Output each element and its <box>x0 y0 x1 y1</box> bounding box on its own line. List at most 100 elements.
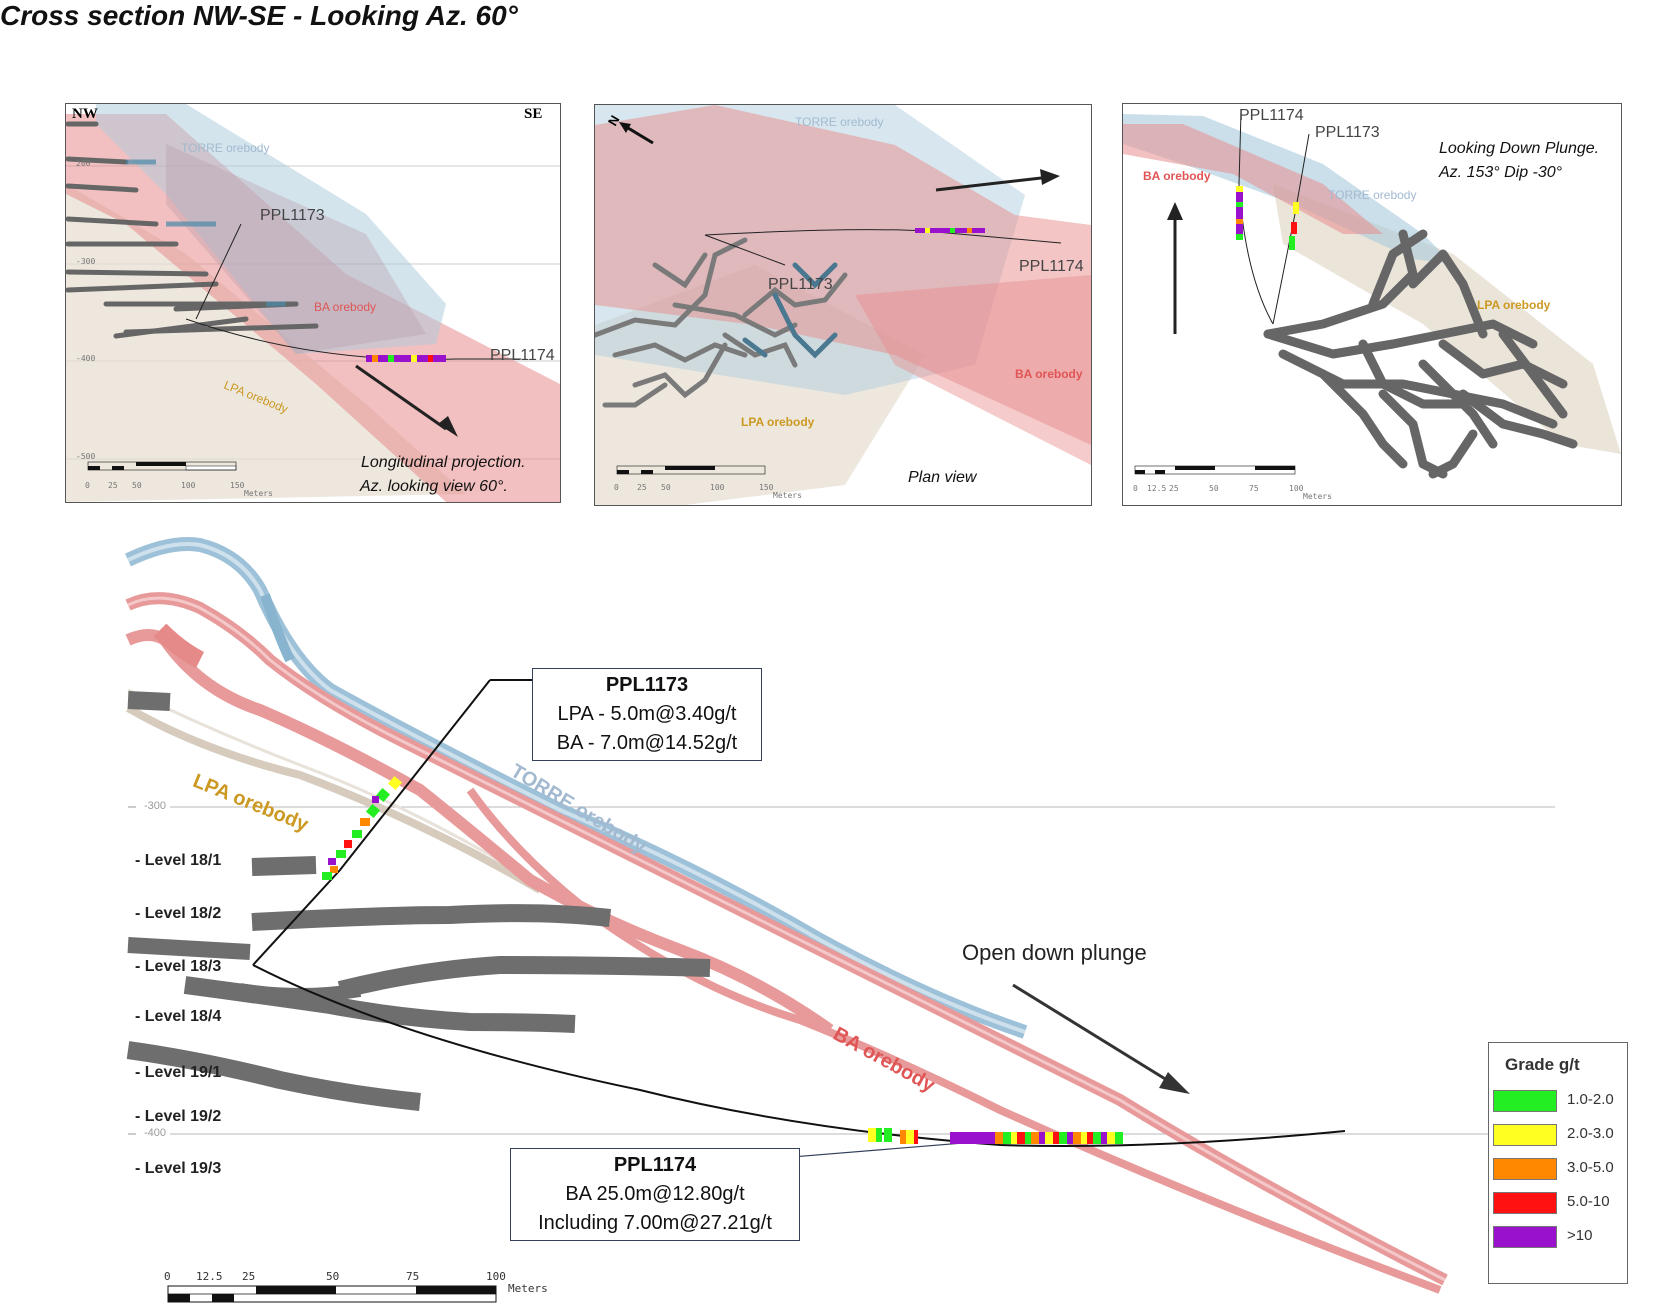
torre-orebody-band <box>124 537 1028 1039</box>
elev-label: 200 <box>76 159 91 168</box>
level-label: - Level 18/1 <box>135 852 222 869</box>
elev-400-label: -400 <box>144 1127 167 1139</box>
scale-tick: 0 <box>1133 484 1138 493</box>
ppl1174-callout-line1: BA 25.0m@12.80g/t <box>565 1183 745 1205</box>
elev-300-label: -300 <box>144 800 167 812</box>
nw-label: NW <box>72 106 98 122</box>
ppl1173-callout: PPL1173 LPA - 5.0m@3.40g/t BA - 7.0m@14.… <box>532 668 762 761</box>
scale-bar <box>616 465 766 475</box>
scale-unit: Meters <box>1303 492 1332 501</box>
torre-orebody-label: TORRE orebody <box>1328 188 1417 202</box>
caption-azimuth: Az. looking view 60°. <box>360 478 508 495</box>
ppl1173-trace <box>704 234 786 266</box>
plan-view-drawing <box>595 105 1091 505</box>
legend-label: 2.0-3.0 <box>1567 1125 1614 1142</box>
scale-tick: 100 <box>710 483 725 492</box>
legend-label: 5.0-10 <box>1567 1193 1610 1210</box>
legend-label: 1.0-2.0 <box>1567 1091 1614 1108</box>
scale-tick: 25 <box>637 483 647 492</box>
ppl1174-callout-title: PPL1174 <box>613 1154 697 1176</box>
ppl1174-callout-line2: Including 7.00m@27.21g/t <box>538 1212 772 1234</box>
ppl1173-label: PPL1173 <box>1315 124 1380 141</box>
scale-tick: 50 <box>132 481 142 490</box>
torre-orebody-label: TORRE orebody <box>181 141 270 155</box>
ppl1173-trace <box>195 223 242 320</box>
scale-tick: 12.5 <box>1147 484 1167 493</box>
elev-label: -400 <box>76 354 96 363</box>
caption-longitudinal: Longitudinal projection. <box>361 454 526 471</box>
scale-tick: 50 <box>326 1270 340 1283</box>
arrow-head <box>438 416 458 437</box>
legend-swatch <box>1493 1124 1557 1146</box>
caption-plan-view: Plan view <box>908 469 977 486</box>
ppl1173-callout-line1: LPA - 5.0m@3.40g/t <box>557 703 737 725</box>
legend-swatch <box>1493 1090 1557 1112</box>
down-plunge-drawing <box>1123 111 1621 479</box>
level-label: - Level 18/2 <box>135 905 222 922</box>
grade-legend: Grade g/t 1.0-2.0 2.0-3.0 3.0-5.0 5.0-10… <box>1488 1042 1628 1284</box>
elev-label: -500 <box>76 452 96 461</box>
level-label: - Level 19/2 <box>135 1108 222 1125</box>
legend-swatch <box>1493 1226 1557 1248</box>
scale-tick: 75 <box>1249 484 1259 493</box>
lpa-orebody-shape <box>1273 184 1621 454</box>
arrow-head <box>1159 1072 1190 1094</box>
ppl1174-trace <box>252 964 1346 1148</box>
ppl1174-label: PPL1174 <box>1019 258 1084 275</box>
torre-orebody-label: TORRE orebody <box>795 115 884 129</box>
level-label: - Level 18/3 <box>135 958 222 975</box>
scale-unit: Meters <box>773 491 802 500</box>
scale-tick: 75 <box>406 1270 420 1283</box>
ppl1173-callout-title: PPL1173 <box>605 674 689 696</box>
scale-tick: 25 <box>242 1270 256 1283</box>
ppl1173-intercepts <box>322 775 403 880</box>
legend-title: Grade g/t <box>1505 1055 1580 1074</box>
scale-tick: 25 <box>1169 484 1179 493</box>
caption-az-dip: Az. 153° Dip -30° <box>1439 164 1563 181</box>
ba-orebody-label: BA orebody <box>314 300 377 314</box>
elev-label: -300 <box>76 257 96 266</box>
ppl1173-label: PPL1173 <box>260 207 325 224</box>
torre-orebody-label: TORRE orebody <box>506 760 651 859</box>
mine-drifts <box>1263 229 1578 479</box>
ppl1174-intercepts <box>868 1128 1123 1144</box>
scale-tick: 50 <box>661 483 671 492</box>
ppl1173-callout-line2: BA - 7.0m@14.52g/t <box>556 732 738 754</box>
down-plunge-panel: PPL1174 PPL1173 Looking Down Plunge. Az.… <box>1122 103 1622 506</box>
ba-orebody-label: BA orebody <box>829 1023 939 1097</box>
mine-drifts <box>595 237 848 408</box>
ppl1174-label: PPL1174 <box>490 347 555 364</box>
se-label: SE <box>524 106 543 122</box>
north-arrow <box>619 122 654 145</box>
scale-tick: 150 <box>759 483 774 492</box>
mine-drifts <box>66 121 319 339</box>
scale-unit: Meters <box>508 1282 548 1295</box>
ba-lower-shape <box>855 275 1091 465</box>
longitudinal-projection-drawing <box>66 104 560 502</box>
open-plunge-label: Open down plunge <box>962 940 1147 965</box>
longitudinal-projection-panel: NW SE 200 -300 -400 -500 TORRE orebody B… <box>65 103 561 503</box>
scale-tick: 0 <box>614 483 619 492</box>
plan-view-panel: N TORRE orebody BA orebody LPA orebody P… <box>594 104 1092 506</box>
legend-label: 3.0-5.0 <box>1567 1159 1614 1176</box>
ppl1174-label: PPL1174 <box>1239 107 1304 124</box>
scale-tick: 0 <box>85 481 90 490</box>
ba-orebody-shape <box>1123 124 1383 234</box>
lpa-orebody-label: LPA orebody <box>741 415 815 429</box>
open-plunge-arrow <box>1012 983 1176 1087</box>
ppl1174-callout: PPL1174 BA 25.0m@12.80g/t Including 7.00… <box>510 1148 800 1241</box>
lpa-orebody-label: LPA orebody <box>1477 298 1551 312</box>
level-label: - Level 19/3 <box>135 1160 222 1177</box>
scale-tick: 100 <box>486 1270 506 1283</box>
scale-bar <box>87 461 237 471</box>
scale-tick: 50 <box>1209 484 1219 493</box>
level-label: - Level 18/4 <box>135 1008 222 1025</box>
arrow-head <box>1040 169 1060 185</box>
legend-swatch <box>1493 1158 1557 1180</box>
scale-unit: Meters <box>244 489 273 498</box>
scale-tick: 25 <box>108 481 118 490</box>
lpa-orebody-label: LPA orebody <box>189 770 312 837</box>
scale-tick: 150 <box>230 481 245 490</box>
scale-tick: 100 <box>1289 484 1304 493</box>
scale-tick: 0 <box>164 1270 171 1283</box>
